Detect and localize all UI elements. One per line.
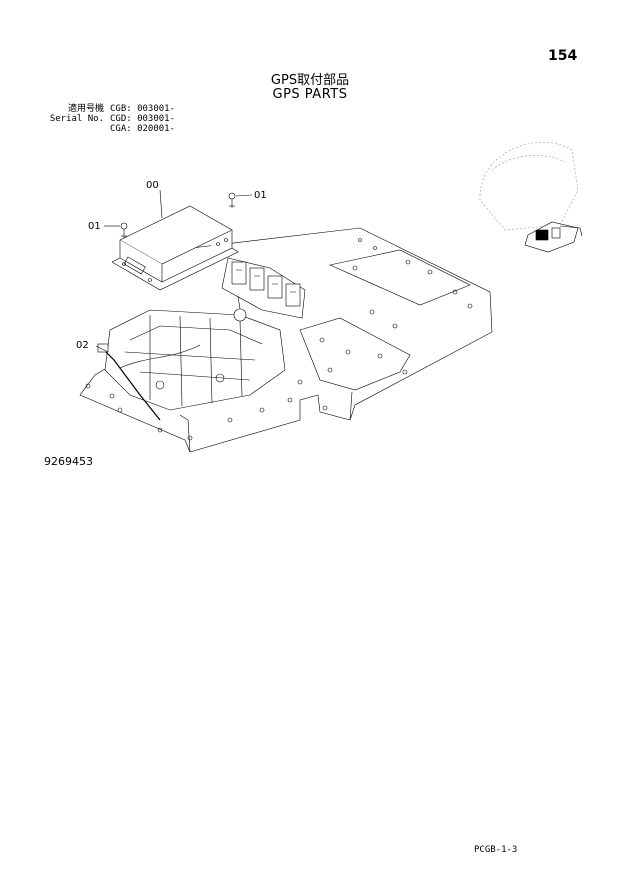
footer-code: PCGB-1-3 bbox=[474, 845, 518, 855]
bolt-right bbox=[228, 192, 236, 208]
callout-01: 01 bbox=[254, 190, 267, 201]
bolt-left bbox=[120, 222, 128, 238]
frame-cutout bbox=[299, 317, 411, 391]
serial-number-block: 適用号機 CGB: 003001- Serial No. CGD: 003001… bbox=[46, 104, 175, 134]
serial-row: Serial No. CGD: 003001- bbox=[46, 114, 175, 124]
leader-line bbox=[159, 189, 163, 219]
cab-outline bbox=[479, 142, 579, 231]
serial-value: CGA: 020001- bbox=[110, 124, 176, 134]
serial-label: 適用号機 bbox=[67, 104, 104, 114]
serial-value: CGD: 003001- bbox=[110, 114, 176, 124]
callout-00: 00 bbox=[146, 180, 159, 191]
gps-controller-box bbox=[111, 205, 239, 291]
serial-label: Serial No. bbox=[49, 114, 104, 124]
callout-02: 02 bbox=[76, 340, 89, 351]
serial-row: CGA: 020001- bbox=[46, 124, 175, 134]
leader-line bbox=[95, 345, 109, 353]
page-title-japanese: GPS取付部品 bbox=[270, 73, 350, 88]
antenna-cable bbox=[97, 343, 201, 421]
page-title-english: GPS PARTS bbox=[272, 87, 348, 102]
engine-assembly bbox=[104, 295, 286, 411]
frame-cutout bbox=[329, 249, 471, 306]
serial-row: 適用号機 CGB: 003001- bbox=[46, 104, 175, 114]
connector-cluster bbox=[221, 257, 306, 319]
leader-line bbox=[235, 194, 253, 197]
serial-value: CGB: 003001- bbox=[110, 104, 176, 114]
drawing-number: 9269453 bbox=[44, 455, 93, 468]
frame-plate bbox=[79, 227, 493, 453]
page-number: 154 bbox=[548, 48, 578, 64]
callout-01: 01 bbox=[88, 221, 101, 232]
bracket-assembly bbox=[524, 221, 583, 253]
